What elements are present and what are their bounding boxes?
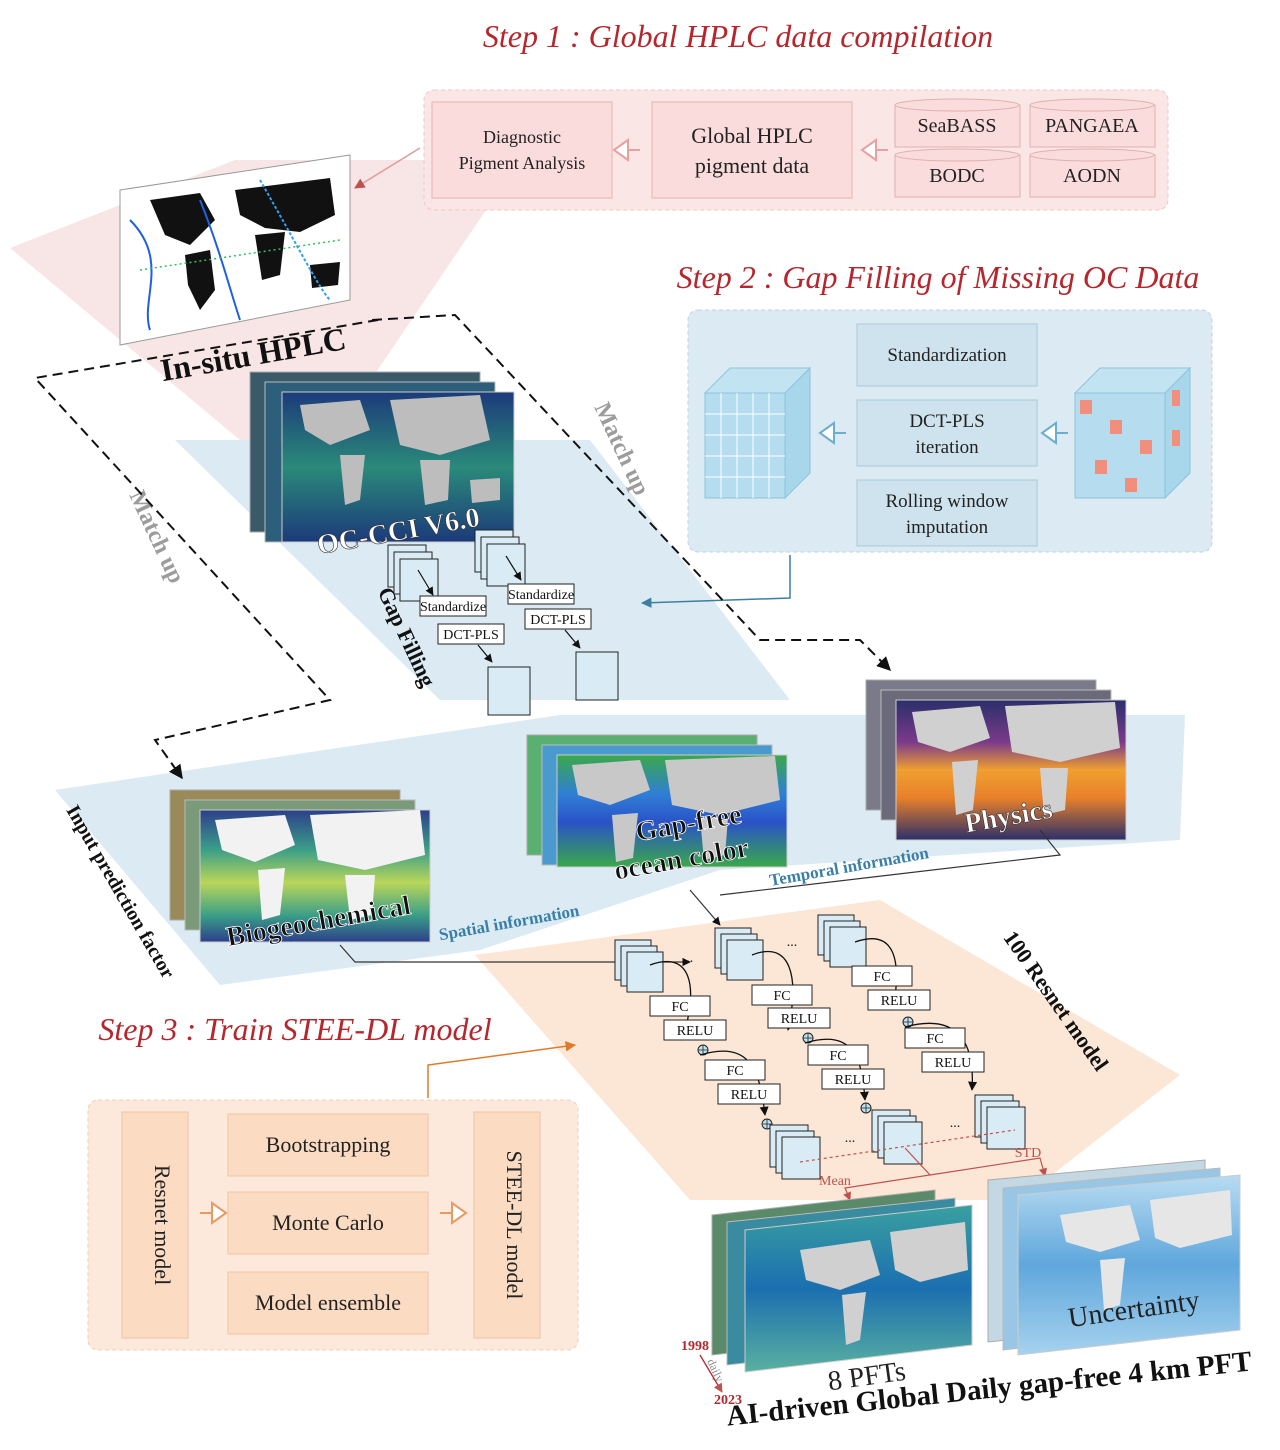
year-start-label: 1998 [681,1339,709,1354]
bootstrapping-box [227,1113,429,1177]
svg-text:PANGAEA: PANGAEA [1045,115,1139,137]
svg-text:FC: FC [726,1064,743,1079]
gapfill-schema-b: Standardize DCT-PLS [474,529,619,701]
arrow-left-icon-2 [860,138,888,162]
bootstrapping-text: Bootstrapping [266,1132,391,1157]
step3-title: Step 3 : Train STEE-DL model [98,1011,491,1047]
svg-text:RELU: RELU [881,994,918,1009]
diagnostic-box [431,101,613,199]
daily-label: daily [704,1356,727,1384]
step2-title: Step 2 : Gap Filling of Missing OC Data [677,259,1200,295]
diagnostic-text-1: Diagnostic [483,127,561,147]
arrow-left-icon-3 [818,421,846,445]
svg-text:RELU: RELU [935,1056,972,1071]
model-ensemble-box [227,1271,429,1335]
year-end-label: 2023 [714,1393,742,1408]
standardization-box [856,323,1038,387]
monte-carlo-text: Monte Carlo [272,1210,384,1235]
resnet-block-2: ... FC RELU FC RELU ... [714,927,923,1165]
svg-text:Standardize: Standardize [420,600,486,615]
rolling-text-1: Rolling window [886,491,1009,512]
svg-text:SeaBASS: SeaBASS [918,115,997,137]
svg-text:...: ... [845,1131,856,1146]
gapfree-stack [526,734,788,868]
arrow-left-icon [612,138,640,162]
match-up-left-label: Match up [124,487,190,588]
gapfree-to-resnet-line [689,889,721,926]
std-arrow [929,1157,1048,1177]
dct-text-2: iteration [915,437,979,458]
svg-text:DCT-PLS: DCT-PLS [443,628,499,643]
insitu-map [119,154,351,346]
resnet-model-box [121,1111,189,1339]
aodn-db: AODN [1029,148,1156,198]
svg-text:RELU: RELU [677,1024,714,1039]
svg-text:RELU: RELU [781,1012,818,1027]
dct-box [856,399,1038,467]
bodc-db: BODC [894,148,1021,198]
svg-text:FC: FC [829,1049,846,1064]
occci-map-stack [249,371,515,543]
svg-text:FC: FC [671,1000,688,1015]
standardization-text: Standardization [887,345,1007,366]
diagnostic-text-2: Pigment Analysis [459,153,586,173]
physics-stack [865,679,1127,841]
svg-text:RELU: RELU [731,1088,768,1103]
arrow-right-icon-2 [440,1201,468,1225]
resnet-block-1: ... FC RELU FC RELU [614,939,821,1180]
step3-to-resnet-arrow [427,1041,577,1098]
svg-text:DCT-PLS: DCT-PLS [530,613,586,628]
svg-text:FC: FC [873,970,890,985]
global-hplc-text-1: Global HPLC [691,123,813,148]
global-hplc-box [651,101,853,199]
arrow-left-icon-4 [1040,421,1068,445]
svg-text:...: ... [787,935,798,950]
resnet-block-3: FC RELU FC RELU ... [817,914,1026,1150]
resnet-model-text: Resnet model [150,1165,175,1285]
rolling-box [856,479,1038,547]
bio-to-resnet-line [339,944,691,967]
physics-to-resnet-line [719,829,1062,896]
missing-data-cube [1073,366,1192,500]
mean-label: Mean [819,1174,851,1189]
timeline-arrow [699,1354,723,1393]
svg-text:Standardize: Standardize [508,588,574,603]
gapfill-schema-a: Standardize DCT-PLS [387,544,531,716]
uncertainty-stack [987,1159,1241,1356]
mean-arrow [843,1147,932,1201]
match-up-left-path [33,319,379,780]
svg-text:...: ... [683,951,694,966]
global-hplc-text-2: pigment data [695,153,809,178]
pigment-to-map-arrow [354,147,421,189]
svg-text:BODC: BODC [929,165,985,187]
seabass-db: SeaBASS [894,98,1021,148]
svg-text:FC: FC [926,1032,943,1047]
pangaea-db: PANGAEA [1029,98,1156,148]
step1-title: Step 1 : Global HPLC data compilation [483,18,993,54]
stee-dl-box [473,1111,541,1339]
rolling-text-2: imputation [906,517,989,538]
dct-text-1: DCT-PLS [909,411,984,432]
filled-cube [703,366,812,500]
step2-to-gapfill-arrow [640,555,791,608]
match-up-right-path [371,313,891,671]
monte-carlo-box [227,1191,429,1255]
model-ensemble-text: Model ensemble [255,1290,401,1315]
biogeochemical-stack [169,789,431,943]
stee-dl-text: STEE-DL model [502,1151,527,1300]
svg-text:AODN: AODN [1063,165,1121,187]
mean-std-connector [799,1129,1016,1163]
svg-text:FC: FC [773,989,790,1004]
arrow-right-icon [200,1201,228,1225]
pfts-stack [711,1189,973,1373]
svg-text:RELU: RELU [835,1073,872,1088]
std-label: STD [1015,1146,1041,1161]
svg-text:...: ... [950,1116,961,1131]
